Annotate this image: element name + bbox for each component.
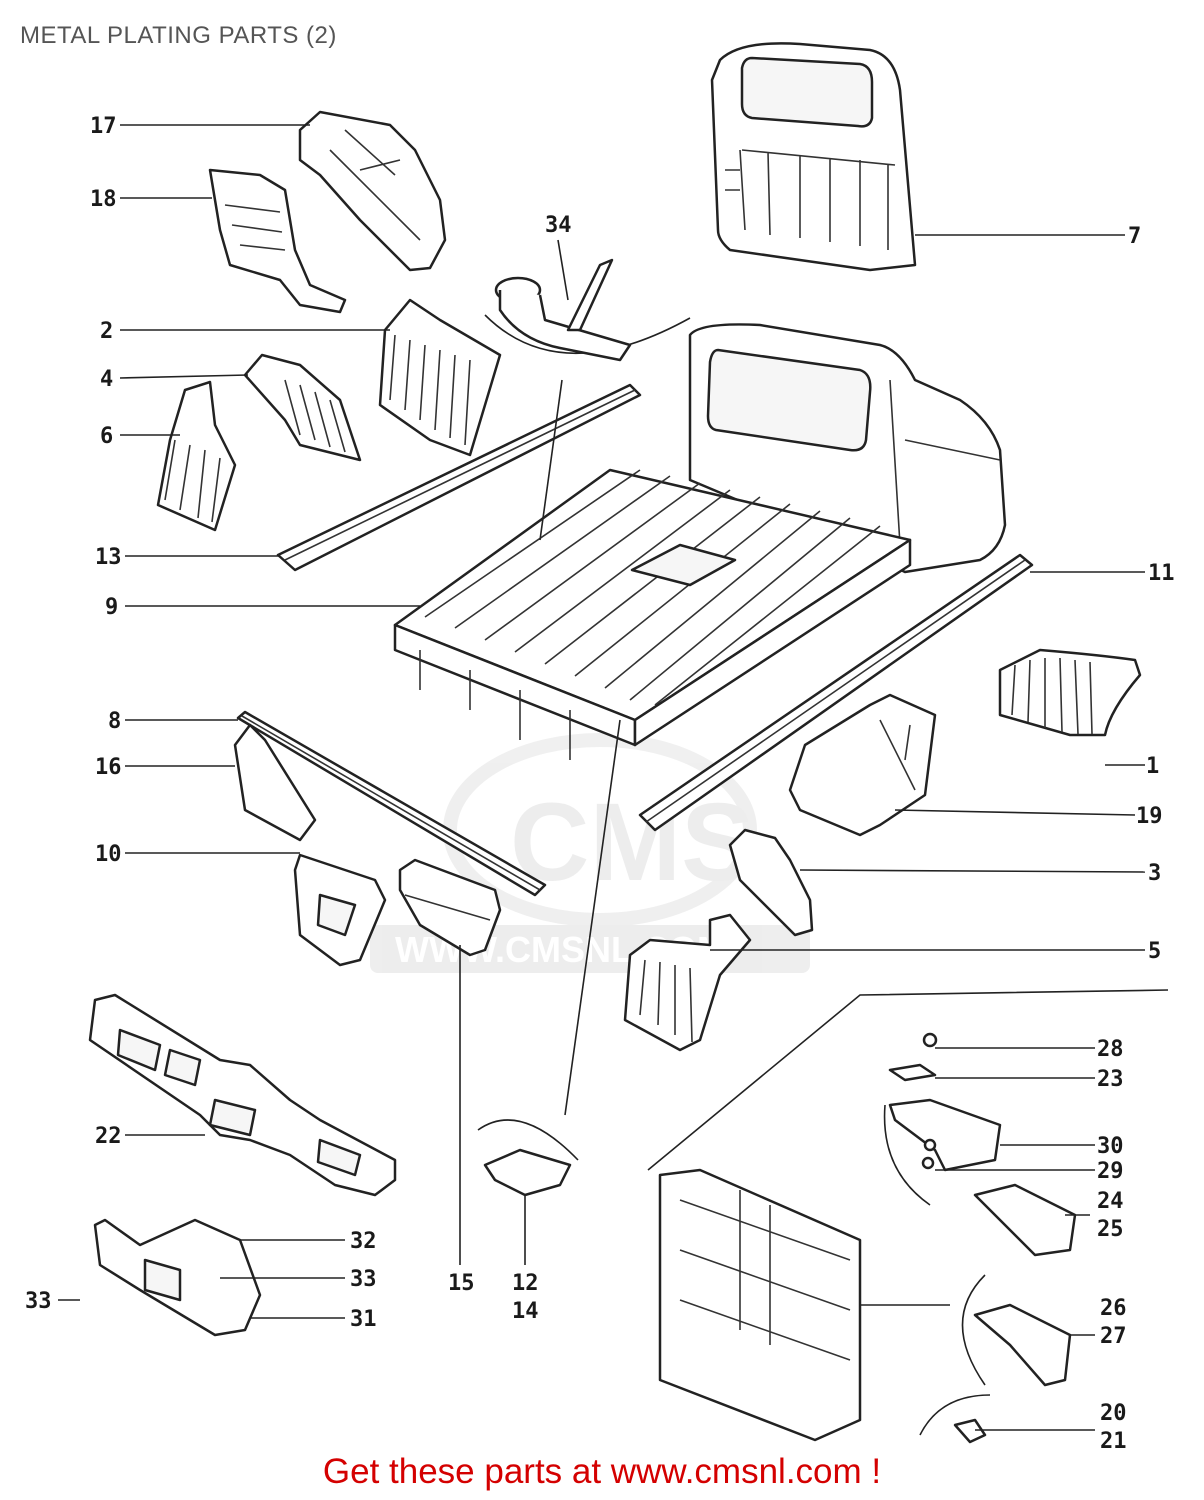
callout-30: 30 [1097,1134,1124,1159]
callout-20: 20 [1100,1401,1127,1426]
callout-22: 22 [95,1124,122,1149]
callout-10: 10 [95,842,122,867]
footer-link[interactable]: Get these parts at www.cmsnl.com ! [322,1452,882,1491]
callout-9: 9 [105,595,118,620]
callout-29: 29 [1097,1159,1124,1184]
part-3 [728,828,814,937]
part-12-14 [477,1119,579,1197]
part-18 [208,168,347,314]
page-title: METAL PLATING PARTS (2) [20,22,337,49]
callout-3: 3 [1148,861,1161,886]
part-2 [378,298,502,457]
part-8-bar [236,710,547,897]
callout-23: 23 [1097,1067,1124,1092]
callout-28: 28 [1097,1037,1124,1062]
callout-12: 12 [512,1271,539,1296]
callout-33: 33 [350,1267,377,1292]
part-9-bed-floor [393,468,912,760]
cab-inner-panel [647,989,1169,1442]
part-28-30-detail [883,1032,1077,1257]
part-34 [484,258,691,362]
callout-7: 7 [1128,224,1141,249]
callout-31: 31 [350,1307,377,1332]
part-31 [93,1218,262,1337]
callout-25: 25 [1097,1217,1124,1242]
callout-4: 4 [100,367,113,392]
part-1 [998,648,1142,737]
part-10 [293,853,387,967]
callout-5: 5 [1148,939,1161,964]
callout-27: 27 [1100,1324,1127,1349]
part-4 [243,353,362,462]
callout-1: 1 [1146,754,1159,779]
callout-21: 21 [1100,1429,1127,1450]
callout-24: 24 [1097,1189,1124,1214]
part-16 [233,723,317,842]
part-19 [788,693,937,837]
callout-19: 19 [1136,804,1163,829]
callout-26: 26 [1100,1296,1127,1321]
callout-33-left: 33 [25,1289,52,1314]
callout-18: 18 [90,187,117,212]
watermark-logo: CMS [510,781,754,904]
part-7-cab-rear-panel [710,42,917,272]
part-20-21-detail [919,1394,991,1444]
part-15 [398,858,502,957]
callout-32: 32 [350,1229,377,1254]
callout-6: 6 [100,424,113,449]
callout-16: 16 [95,755,122,780]
part-11-sill [638,553,1034,832]
callout-13: 13 [95,545,122,570]
callout-17: 17 [90,114,117,139]
part-5 [623,913,752,1052]
callout-11: 11 [1148,561,1175,586]
callout-labels: 17 18 34 7 2 4 6 13 9 11 8 16 1 19 10 3 … [25,114,1175,1450]
callout-15: 15 [448,1271,475,1296]
parts-diagram: CMS WWW.CMSNL.COM [25,42,1175,1450]
callout-2: 2 [100,319,113,344]
part-17 [298,110,447,272]
part-13-sill [276,383,642,572]
callout-14: 14 [512,1299,539,1324]
callout-8: 8 [108,709,121,734]
callout-34: 34 [545,213,572,238]
leader-lines [58,124,1146,1431]
part-26-27-detail [961,1274,1072,1387]
part-6 [156,380,237,532]
part-22 [88,993,397,1197]
